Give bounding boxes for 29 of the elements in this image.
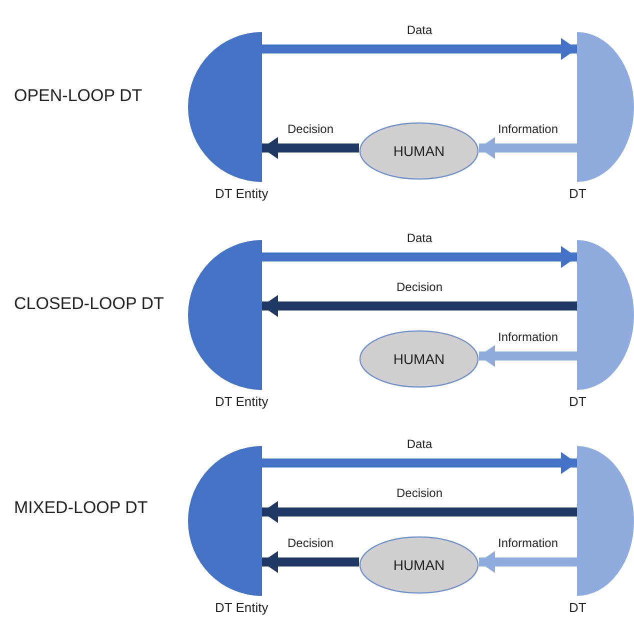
panel-title: CLOSED-LOOP DT <box>14 294 164 314</box>
arrow <box>262 246 577 268</box>
panel-title: MIXED-LOOP DT <box>14 498 148 518</box>
node-label: HUMAN <box>392 143 446 159</box>
node-caption: DT Entity <box>215 394 268 409</box>
edge-label: Data <box>404 23 434 37</box>
arrow <box>262 551 359 573</box>
arrow <box>479 137 577 159</box>
arrow <box>262 137 359 159</box>
edge-label: Decision <box>394 280 445 294</box>
node-caption: DT <box>569 600 586 615</box>
arrow <box>262 501 577 523</box>
panel-title: OPEN-LOOP DT <box>14 86 142 106</box>
edge-label: Data <box>404 437 434 451</box>
edge-label: Decision <box>394 486 445 500</box>
node-caption: DT <box>569 186 586 201</box>
arrow <box>479 345 577 367</box>
node-caption: DT Entity <box>215 600 268 615</box>
edge-label: Decision <box>285 536 336 550</box>
node-label: HUMAN <box>392 557 446 573</box>
arrow <box>262 295 577 317</box>
node-label: HUMAN <box>392 351 446 367</box>
arrow <box>262 452 577 474</box>
edge-label: Data <box>404 231 434 245</box>
arrow <box>479 551 577 573</box>
arrow <box>262 38 577 60</box>
node-caption: DT <box>569 394 586 409</box>
node-caption: DT Entity <box>215 186 268 201</box>
edge-label: Decision <box>285 122 336 136</box>
